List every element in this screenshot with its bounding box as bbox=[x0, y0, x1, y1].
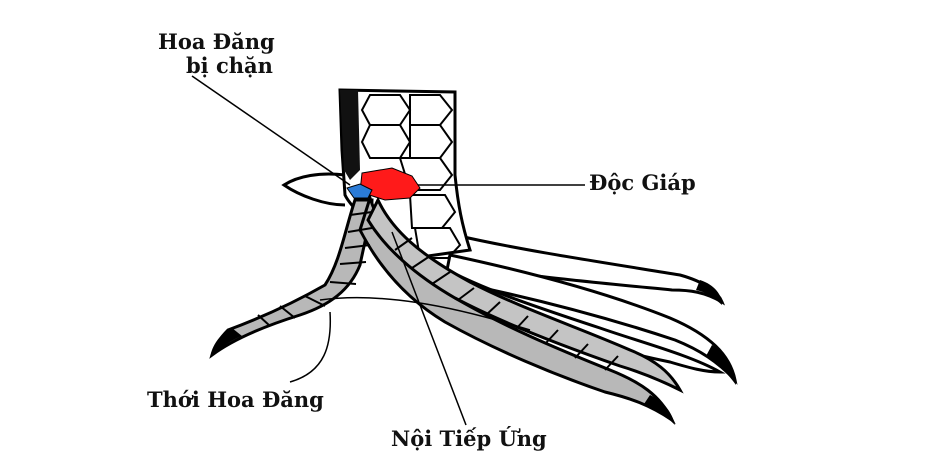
spur-outline bbox=[284, 174, 345, 205]
label-hoa-dang-bi-chan-line2: bị chặn bbox=[186, 55, 273, 76]
leader-hoa-dang bbox=[192, 76, 350, 185]
label-hoa-dang-bi-chan-line1: Hoa Đăng bbox=[158, 31, 275, 52]
leader-thoi-hoa-dang bbox=[290, 312, 330, 382]
label-doc-giap: Độc Giáp bbox=[589, 172, 696, 193]
label-thoi-hoa-dang: Thới Hoa Đăng bbox=[147, 389, 324, 410]
label-noi-tiep-ung: Nội Tiếp Ứng bbox=[391, 428, 547, 449]
